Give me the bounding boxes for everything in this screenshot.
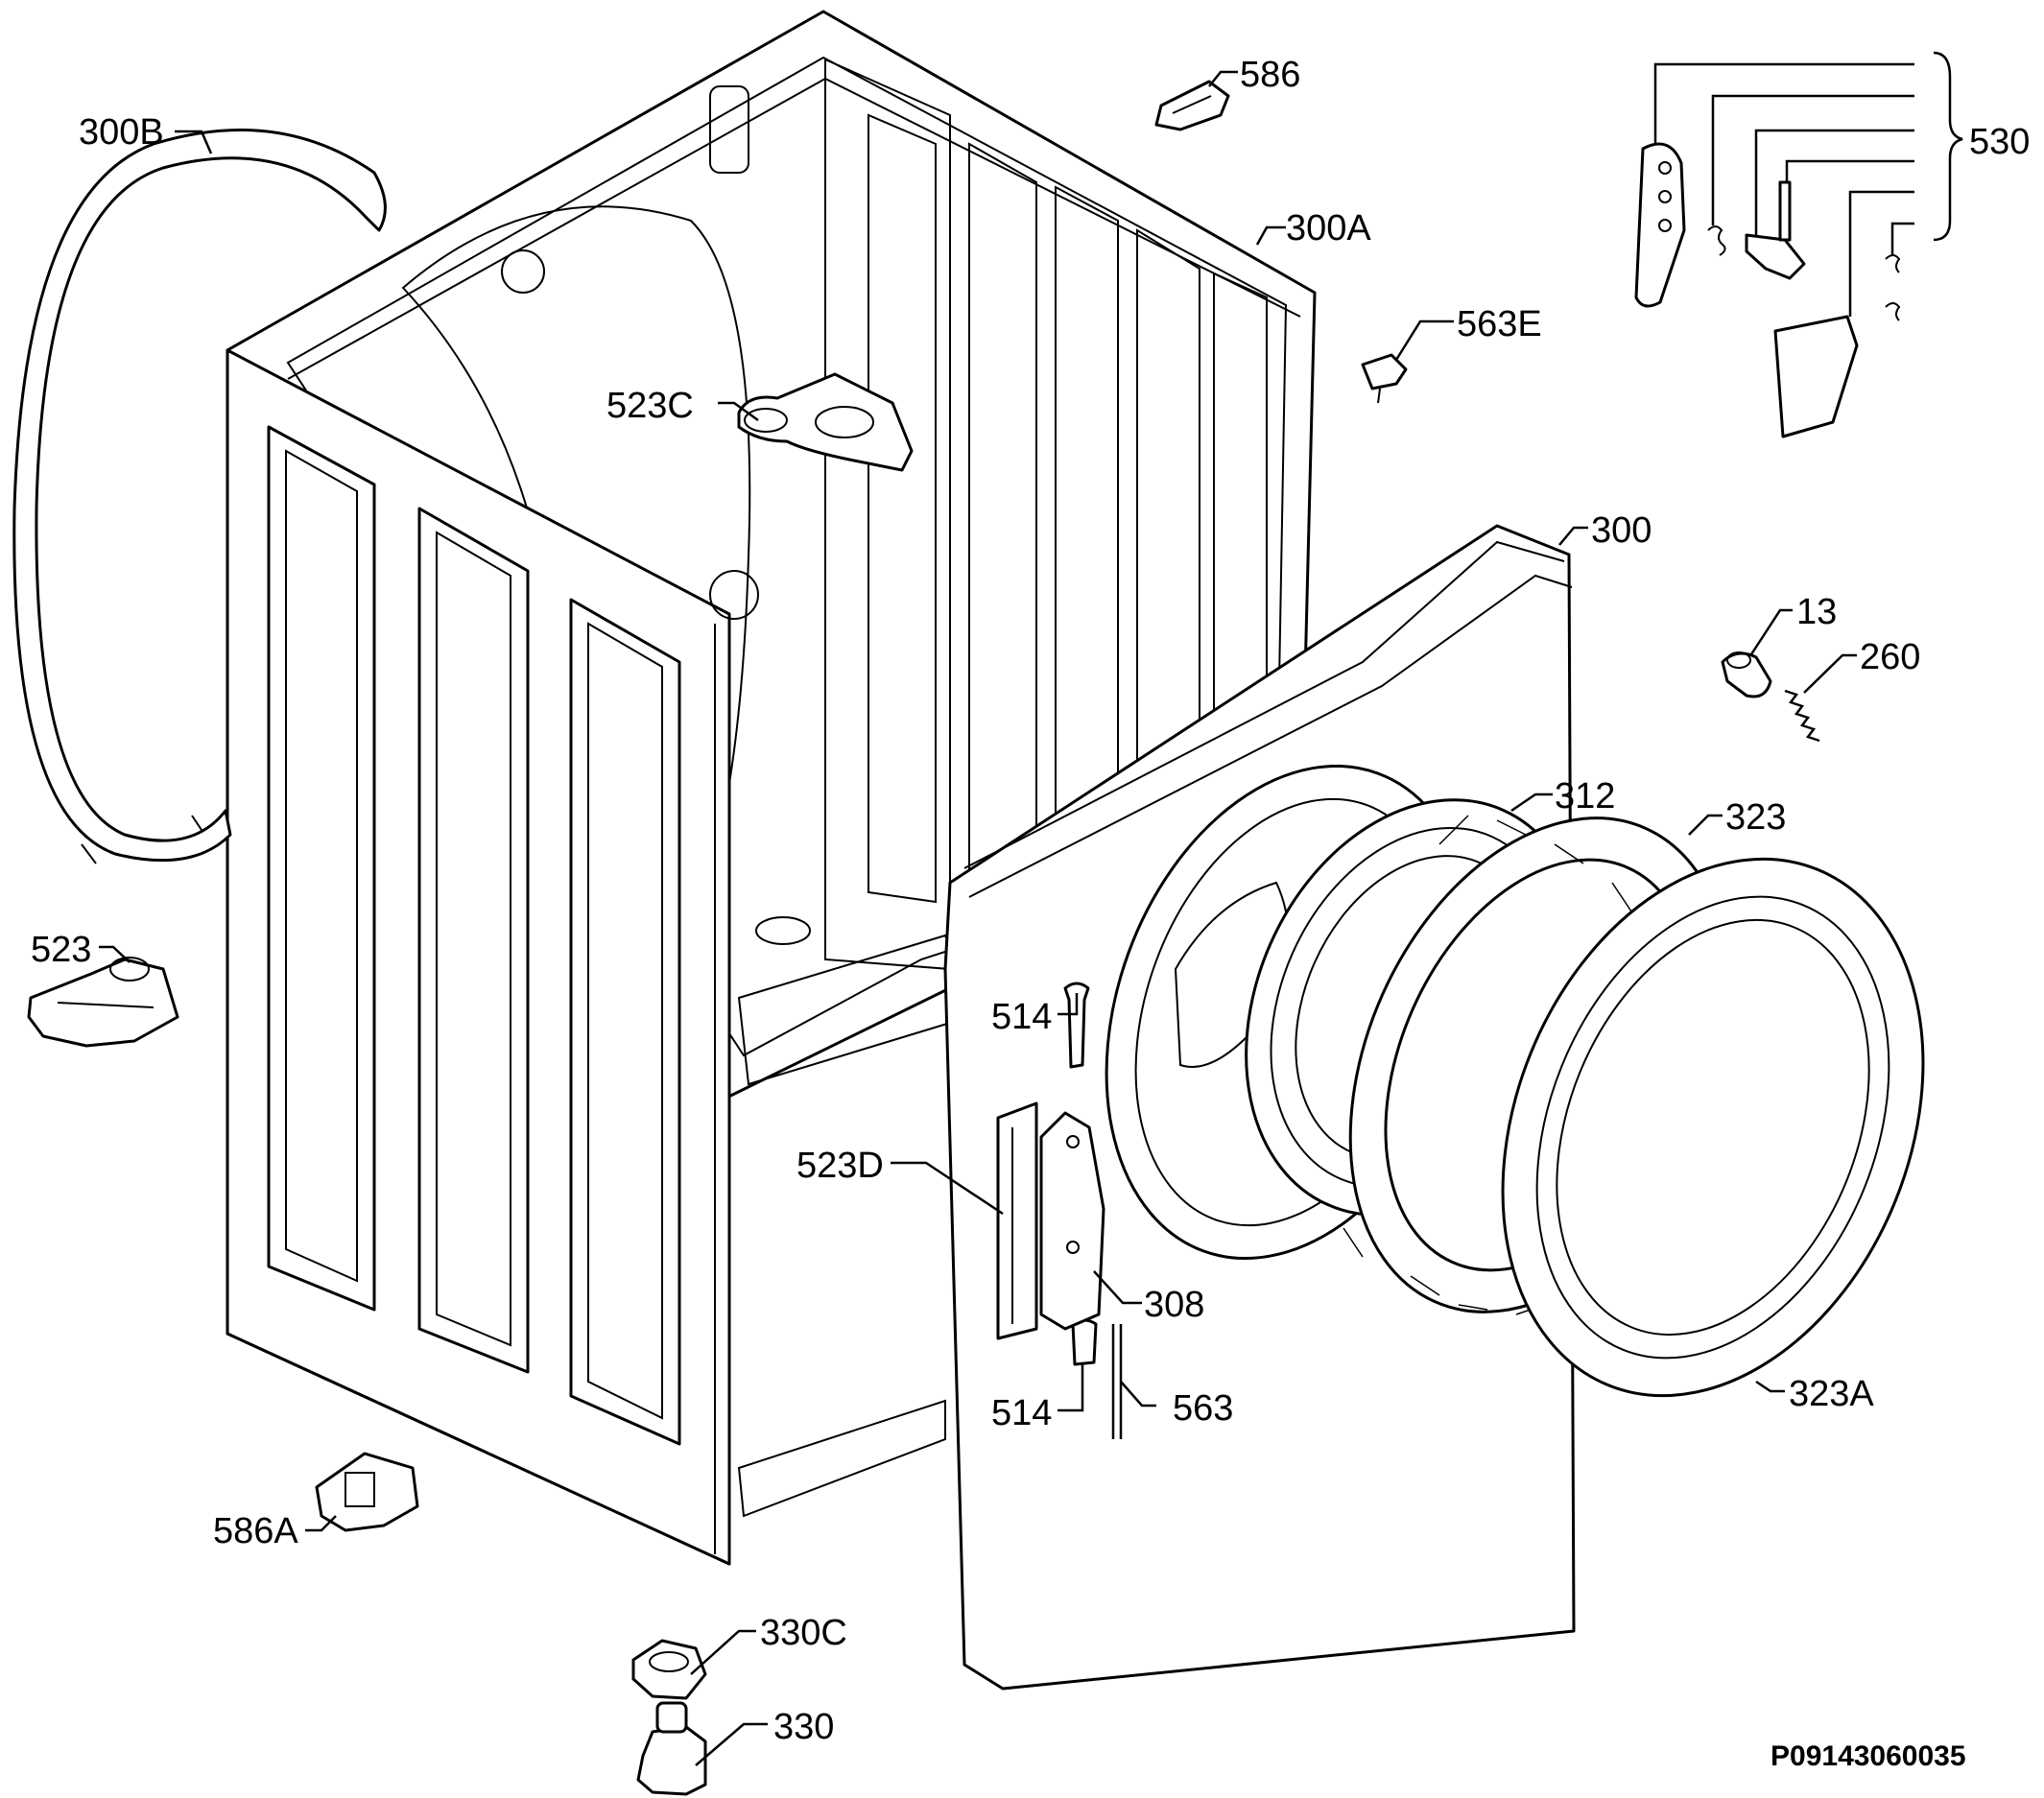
rivet-514-bottom <box>1071 1318 1098 1366</box>
label-586: 586 <box>1240 55 1300 95</box>
bushing-13 <box>1721 651 1772 698</box>
label-300B: 300B <box>79 112 164 153</box>
leader-lines <box>99 51 1963 1766</box>
clip-586 <box>1154 80 1230 131</box>
clip-586A <box>315 1452 419 1532</box>
label-260: 260 <box>1860 637 1920 677</box>
clip-523 <box>27 957 179 1048</box>
lock-plate-523D <box>996 1101 1105 1340</box>
label-13: 13 <box>1796 592 1837 632</box>
label-323: 323 <box>1725 797 1786 838</box>
label-523: 523 <box>31 930 91 970</box>
label-300A: 300A <box>1286 208 1371 248</box>
label-300: 300 <box>1591 510 1652 551</box>
foot-nut-330C <box>631 1639 707 1700</box>
cabinet-300A <box>226 10 1317 1566</box>
label-330: 330 <box>773 1707 834 1747</box>
label-514-top: 514 <box>991 997 1052 1037</box>
label-330C: 330C <box>760 1613 847 1653</box>
label-514-bottom: 514 <box>991 1393 1052 1433</box>
label-530: 530 <box>1969 122 2030 162</box>
label-563E: 563E <box>1457 304 1542 344</box>
label-523C: 523C <box>606 386 694 426</box>
outer-ring-323A <box>1501 857 1925 1398</box>
label-523D: 523D <box>796 1146 884 1186</box>
hinge-kit-530 <box>1634 142 1901 438</box>
label-323A: 323A <box>1789 1374 1874 1414</box>
label-312: 312 <box>1555 776 1615 816</box>
label-586A: 586A <box>213 1511 298 1551</box>
drawing-code: P09143060035 <box>1771 1740 1966 1772</box>
rivet-514-top <box>1063 982 1090 1069</box>
ring-300B <box>12 128 387 864</box>
label-308: 308 <box>1144 1285 1204 1325</box>
spring-260 <box>1784 689 1820 743</box>
foot-330 <box>636 1701 707 1796</box>
connector-563E <box>1361 353 1408 404</box>
bracket-523C <box>737 372 914 472</box>
label-563: 563 <box>1173 1388 1233 1429</box>
